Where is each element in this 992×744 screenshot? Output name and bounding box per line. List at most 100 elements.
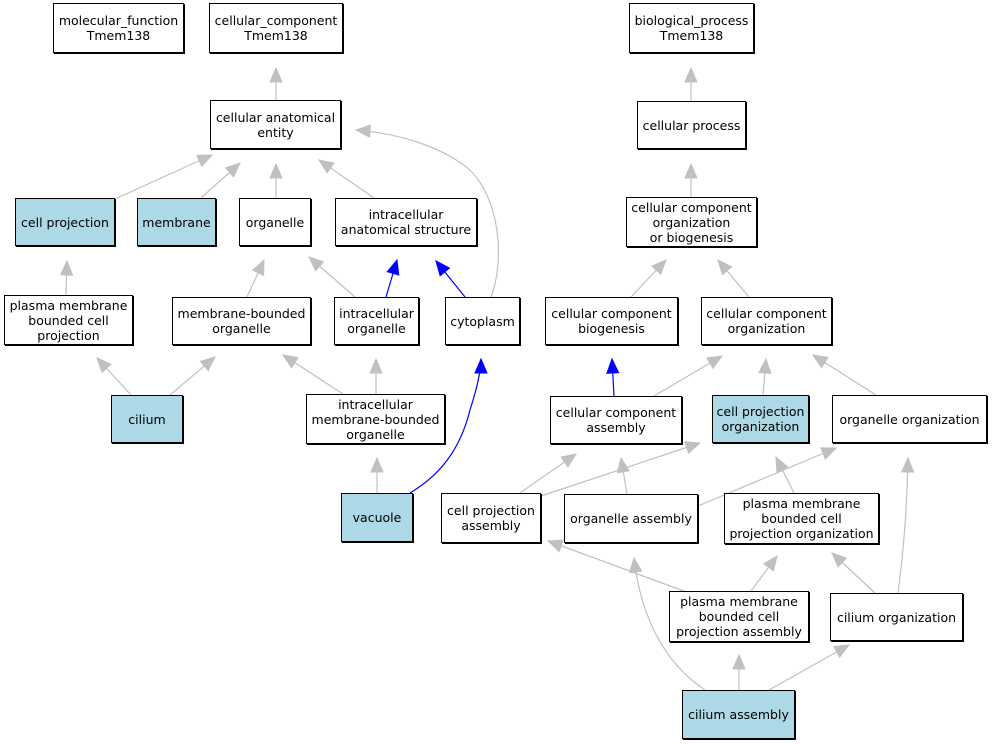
edge-intracellular-anatomical-structure-to-cellular-anatomical-entity <box>317 159 375 199</box>
edge-cytoplasm-to-cellular-anatomical-entity <box>354 124 500 298</box>
edge-arrowhead <box>684 162 698 179</box>
edge-line <box>116 154 213 199</box>
edge-vacuole-to-cytoplasm <box>409 357 488 494</box>
edge-membrane-to-cellular-anatomical-entity <box>200 162 241 199</box>
edge-arrowhead <box>474 357 488 374</box>
edge-arrowhead <box>354 124 371 138</box>
edge-arrowhead <box>684 66 698 83</box>
edge-arrowhead <box>251 258 265 276</box>
edge-arrowhead <box>831 552 848 568</box>
edge-cc-assembly-to-cc-biogenesis <box>606 357 620 397</box>
node-cell-projection-organization[interactable]: cell projection organization <box>712 395 809 443</box>
edge-cilium-organization-to-pm-bcp-organization <box>831 552 876 594</box>
edge-arrowhead <box>616 456 631 474</box>
node-cellular-component-organization-or-biogenesis[interactable]: cellular component organization or bioge… <box>626 197 757 247</box>
edge-arrowhead <box>706 355 724 370</box>
node-cytoplasm[interactable]: cytoplasm <box>445 297 520 345</box>
edge-arrowhead <box>370 456 384 473</box>
node-molecular-function[interactable]: molecular_function Tmem138 <box>53 3 184 53</box>
node-plasma-membrane-bounded-cell-projection-organization[interactable]: plasma membrane bounded cell projection … <box>724 493 879 544</box>
node-cilium-assembly[interactable]: cilium assembly <box>682 690 795 739</box>
edge-arrowhead <box>546 539 564 553</box>
edge-arrowhead <box>560 453 578 468</box>
edge-line <box>768 644 850 691</box>
node-intracellular-anatomical-structure[interactable]: intracellular anatomical structure <box>335 198 477 246</box>
node-plasma-membrane-bounded-cell-projection[interactable]: plasma membrane bounded cell projection <box>4 295 133 345</box>
edge-arrowhead <box>833 644 851 659</box>
node-cilium-organization[interactable]: cilium organization <box>830 593 963 641</box>
edge-arrowhead <box>606 357 620 374</box>
edge-arrowhead <box>684 441 702 454</box>
edge-arrowhead <box>281 354 299 369</box>
edge-pm-bcp-assembly-to-cell-projection-assembly <box>546 539 701 598</box>
edge-intracellular-organelle-to-organelle <box>308 256 356 298</box>
edge-cellular-anatomical-entity-to-cellular-component <box>269 66 283 100</box>
edge-intracellular-mbo-to-membrane-bounded-organelle <box>281 354 344 395</box>
node-membrane-bounded-organelle[interactable]: membrane-bounded organelle <box>172 297 311 345</box>
node-cell-projection-assembly[interactable]: cell projection assembly <box>441 493 541 543</box>
edge-cilium-to-pm-bounded-cell-projection <box>96 357 132 396</box>
edge-arrowhead <box>758 357 772 374</box>
edge-arrowhead <box>196 154 214 168</box>
edge-pm-bcp-organization-to-cell-projection-organization <box>775 455 795 494</box>
edge-arrowhead <box>775 455 789 473</box>
edge-cytoplasm-to-intracellular-anatomical-structure <box>435 260 466 298</box>
edge-ccob-to-cellular-process <box>684 162 698 197</box>
edge-layer <box>59 66 915 691</box>
node-cellular-component-biogenesis[interactable]: cellular component biogenesis <box>545 297 678 345</box>
edge-arrowhead <box>435 260 451 277</box>
edge-cc-assembly-to-cc-organization <box>653 355 724 397</box>
node-cellular-component-assembly[interactable]: cellular component assembly <box>550 396 682 444</box>
edge-line <box>697 447 837 507</box>
node-organelle-assembly[interactable]: organelle assembly <box>564 494 698 543</box>
node-cellular-component[interactable]: cellular_component Tmem138 <box>209 3 343 53</box>
edge-cilium-assembly-to-organelle-assembly <box>628 556 706 691</box>
edge-cell-projection-assembly-to-cc-assembly <box>519 453 578 494</box>
edge-intracellular-mbo-to-intracellular-organelle <box>369 357 383 394</box>
edge-line <box>897 457 909 594</box>
edge-organelle-assembly-to-organelle-organization <box>697 447 838 507</box>
edge-arrowhead <box>317 159 335 174</box>
node-vacuole[interactable]: vacuole <box>341 493 413 542</box>
edge-cilium-to-membrane-bounded-organelle <box>169 356 216 396</box>
edge-line <box>547 540 701 598</box>
node-plasma-membrane-bounded-cell-projection-assembly[interactable]: plasma membrane bounded cell projection … <box>669 591 809 642</box>
edge-arrowhead <box>199 356 216 372</box>
edge-line <box>633 557 706 691</box>
node-cellular-component-organization[interactable]: cellular component organization <box>701 297 832 345</box>
edge-pm-bcp-assembly-to-pm-bcp-organization <box>750 554 778 592</box>
edge-cc-organization-to-ccob <box>717 259 750 298</box>
edge-arrowhead <box>369 357 383 374</box>
node-organelle-organization[interactable]: organelle organization <box>832 395 987 443</box>
edge-arrowhead <box>717 259 733 276</box>
edge-arrowhead <box>628 556 643 574</box>
edge-arrowhead <box>820 447 838 460</box>
node-biological-process[interactable]: biological_process Tmem138 <box>629 3 754 53</box>
edge-cilium-assembly-to-cilium-organization <box>768 644 851 691</box>
edge-arrowhead <box>651 259 667 276</box>
edge-arrowhead <box>269 162 283 179</box>
edge-arrowhead <box>269 66 283 83</box>
edge-arrowhead <box>386 258 400 276</box>
node-cellular-anatomical-entity[interactable]: cellular anatomical entity <box>210 100 341 149</box>
node-intracellular-membrane-bounded-organelle[interactable]: intracellular membrane-bounded organelle <box>306 394 445 444</box>
edge-arrowhead <box>762 554 778 572</box>
edge-arrowhead <box>811 354 829 369</box>
node-cell-projection[interactable]: cell projection <box>15 198 115 246</box>
node-organelle[interactable]: organelle <box>239 198 311 246</box>
edge-line <box>355 129 500 298</box>
edge-cell-projection-organization-to-cc-organization <box>758 357 772 396</box>
node-intracellular-organelle[interactable]: intracellular organelle <box>334 297 419 345</box>
edge-organelle-organization-to-cc-organization <box>811 354 877 396</box>
node-cellular-process[interactable]: cellular process <box>637 101 746 149</box>
edge-arrowhead <box>59 259 74 276</box>
edge-organelle-to-cellular-anatomical-entity <box>269 162 283 198</box>
edge-arrowhead <box>308 256 325 272</box>
edge-intracellular-organelle-to-intracellular-anatomical-structure <box>385 258 400 298</box>
edge-vacuole-to-intracellular-mbo <box>370 456 384 493</box>
node-membrane[interactable]: membrane <box>137 198 216 246</box>
node-cilium[interactable]: cilium <box>111 395 183 443</box>
edge-organelle-assembly-to-cc-assembly <box>616 456 631 495</box>
edge-arrowhead <box>96 357 112 374</box>
